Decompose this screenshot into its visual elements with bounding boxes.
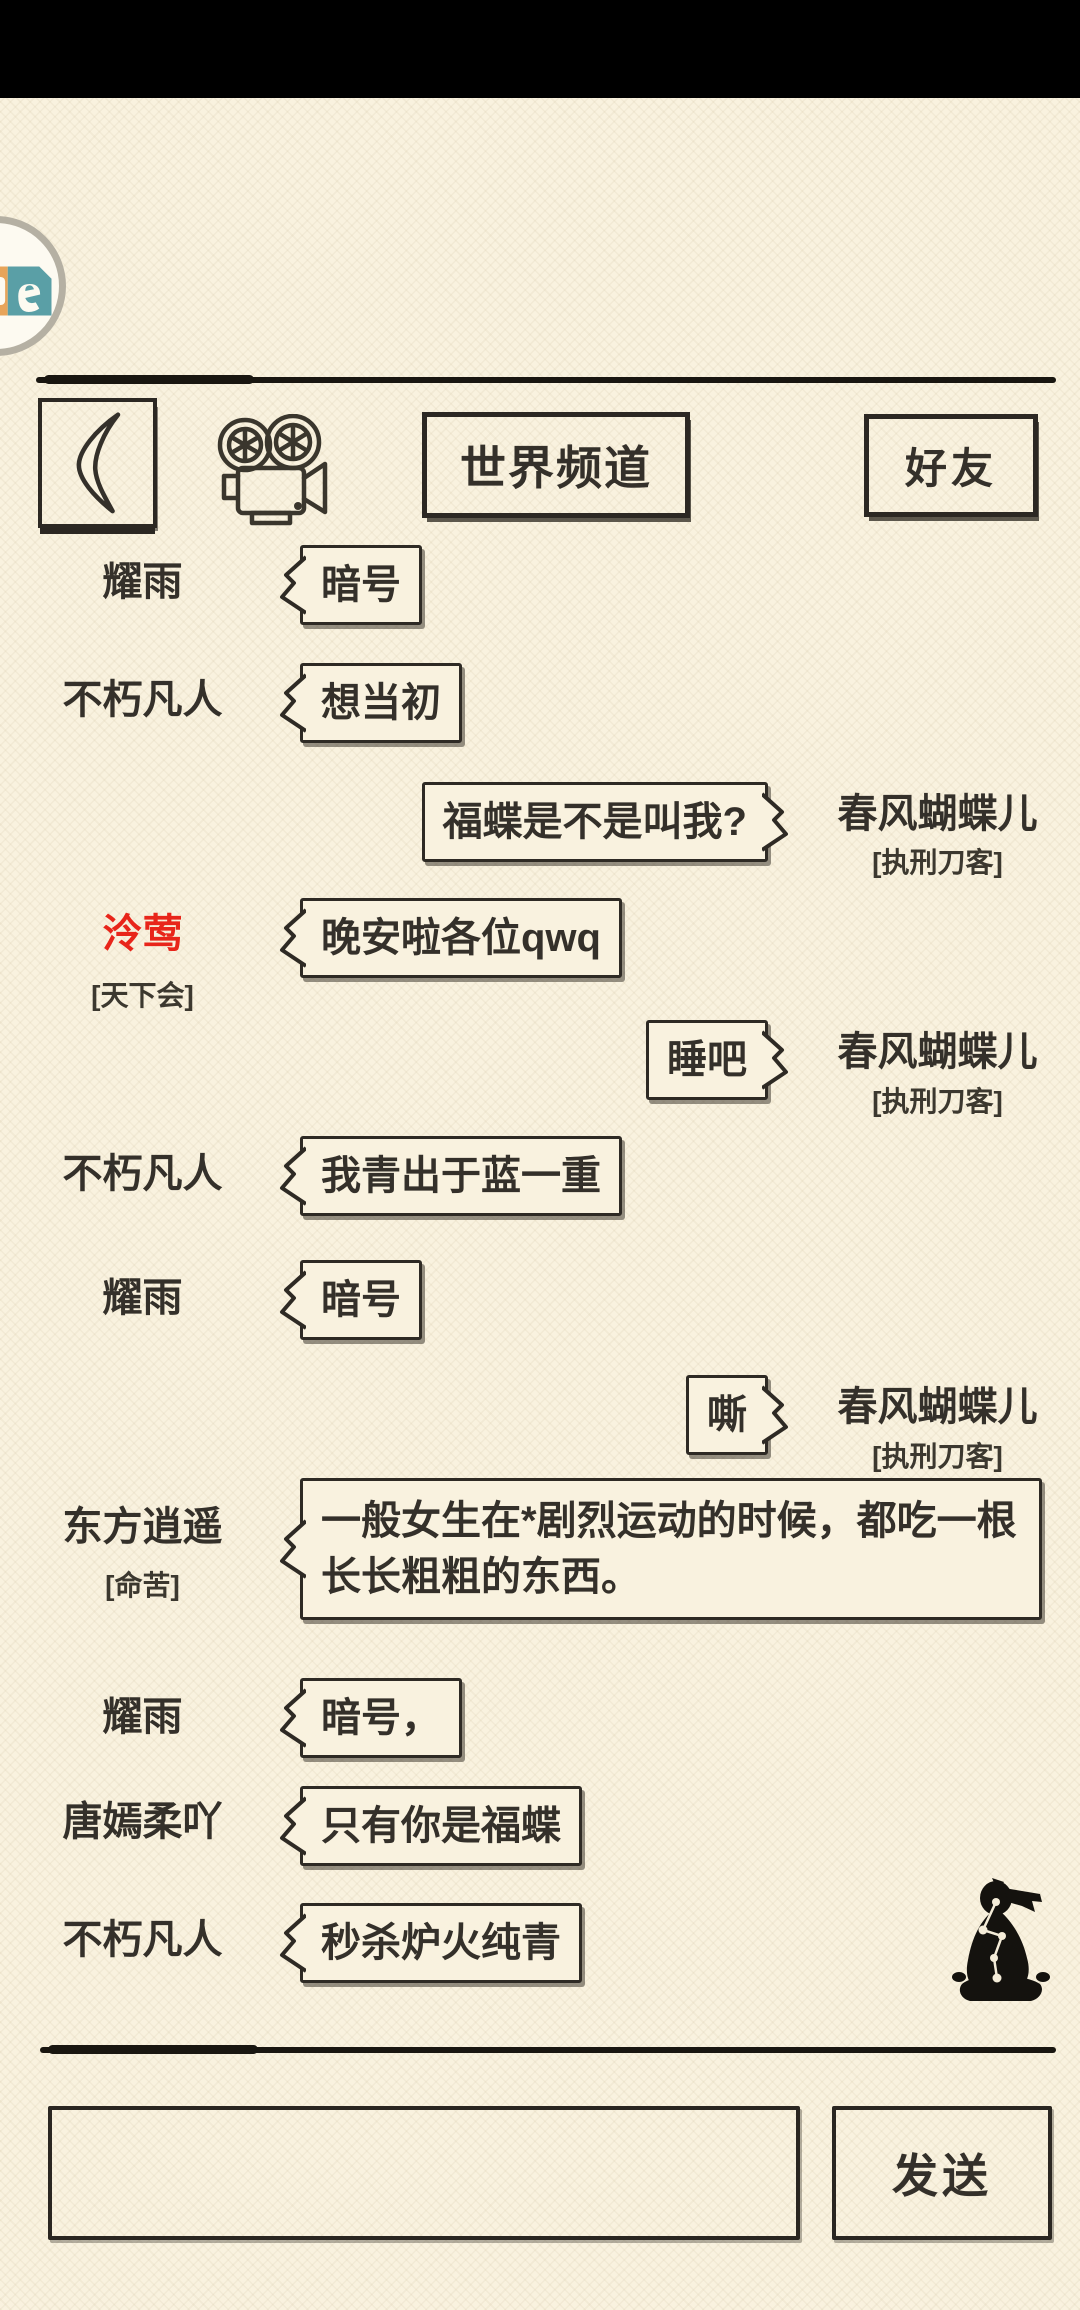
message-bubble[interactable]: 晚安啦各位qwq [280, 898, 622, 978]
film-camera-glyph [217, 413, 328, 526]
message-bubble[interactable]: 暗号 [280, 1260, 422, 1340]
bubble-tail-icon [280, 1796, 306, 1856]
meditating-ninja-icon [952, 1872, 1050, 2017]
sender-name[interactable]: 耀雨 [102, 1695, 183, 1739]
platform-badge-button[interactable] [0, 216, 66, 356]
header-divider [36, 375, 1056, 384]
status-bar [0, 0, 1080, 98]
back-button[interactable] [38, 398, 157, 528]
bubble-tail-icon [280, 1146, 306, 1206]
sender-name[interactable]: 唐嫣柔吖 [62, 1800, 223, 1844]
sender-name[interactable]: 东方逍遥 [62, 1505, 223, 1549]
sender-name[interactable]: 春风蝴蝶儿 [837, 1030, 1038, 1074]
sender-name[interactable]: 耀雨 [102, 1276, 183, 1320]
message-text: 暗号 [321, 563, 401, 607]
sender-title-tag: [执刑刀客] [872, 1441, 1003, 1472]
message-text: 暗号， [321, 1696, 441, 1740]
sender-title-tag: [执刑刀客] [872, 1086, 1003, 1117]
message-text: 晚安啦各位qwq [321, 916, 601, 960]
message-text: 我青出于蓝一重 [321, 1154, 601, 1198]
bubble-tail-icon [280, 1913, 306, 1973]
sender-name[interactable]: 不朽凡人 [62, 678, 223, 722]
message-bubble[interactable]: 想当初 [280, 663, 462, 743]
world-channel-button[interactable]: 世界频道 [422, 412, 690, 518]
message-bubble[interactable]: 一般女生在*剧烈运动的时候，都吃一根长长粗粗的东西。 [280, 1478, 1042, 1620]
composer-divider [40, 2045, 1056, 2054]
message-bubble[interactable]: 睡吧 [646, 1020, 788, 1100]
sender-name[interactable]: 泠莺 [102, 912, 183, 956]
bubble-tail-icon [762, 1030, 788, 1090]
sender-name[interactable]: 春风蝴蝶儿 [837, 1385, 1038, 1429]
message-text: 暗号 [321, 1278, 401, 1322]
e-logo-icon [0, 266, 52, 316]
bubble-tail-icon [280, 1270, 306, 1330]
bubble-tail-icon [280, 1688, 306, 1748]
send-button[interactable]: 发送 [832, 2106, 1052, 2240]
message-bubble[interactable]: 嘶 [686, 1375, 788, 1455]
bubble-tail-icon [280, 1519, 306, 1579]
message-text: 只有你是福蝶 [321, 1804, 561, 1848]
message-bubble[interactable]: 我青出于蓝一重 [280, 1136, 622, 1216]
message-bubble[interactable]: 秒杀炉火纯青 [280, 1903, 582, 1983]
sender-title-tag: [天下会] [91, 980, 194, 1011]
bubble-tail-icon [280, 908, 306, 968]
message-text: 想当初 [321, 681, 441, 725]
sender-name[interactable]: 不朽凡人 [62, 1918, 223, 1962]
message-text: 嘶 [707, 1393, 747, 1437]
message-text: 一般女生在*剧烈运动的时候，都吃一根长长粗粗的东西。 [321, 1499, 1017, 1599]
message-bubble[interactable]: 暗号 [280, 545, 422, 625]
chat-input[interactable] [48, 2106, 800, 2240]
message-text: 睡吧 [667, 1038, 747, 1082]
sender-title-tag: [执刑刀客] [872, 847, 1003, 878]
back-chevron-icon [76, 412, 120, 514]
sender-name[interactable]: 耀雨 [102, 560, 183, 604]
friends-button[interactable]: 好友 [864, 414, 1038, 517]
bubble-tail-icon [280, 555, 306, 615]
sender-name[interactable]: 不朽凡人 [62, 1152, 223, 1196]
sender-title-tag: [命苦] [105, 1570, 180, 1601]
bubble-tail-icon [762, 792, 788, 852]
message-text: 秒杀炉火纯青 [321, 1921, 561, 1965]
message-bubble[interactable]: 暗号， [280, 1678, 462, 1758]
bubble-tail-icon [280, 673, 306, 733]
bubble-tail-icon [762, 1385, 788, 1445]
message-bubble[interactable]: 只有你是福蝶 [280, 1786, 582, 1866]
sender-name[interactable]: 春风蝴蝶儿 [837, 792, 1038, 836]
message-bubble[interactable]: 福蝶是不是叫我? [421, 782, 788, 862]
film-camera-icon[interactable] [212, 413, 332, 536]
message-text: 福蝶是不是叫我? [442, 800, 747, 844]
